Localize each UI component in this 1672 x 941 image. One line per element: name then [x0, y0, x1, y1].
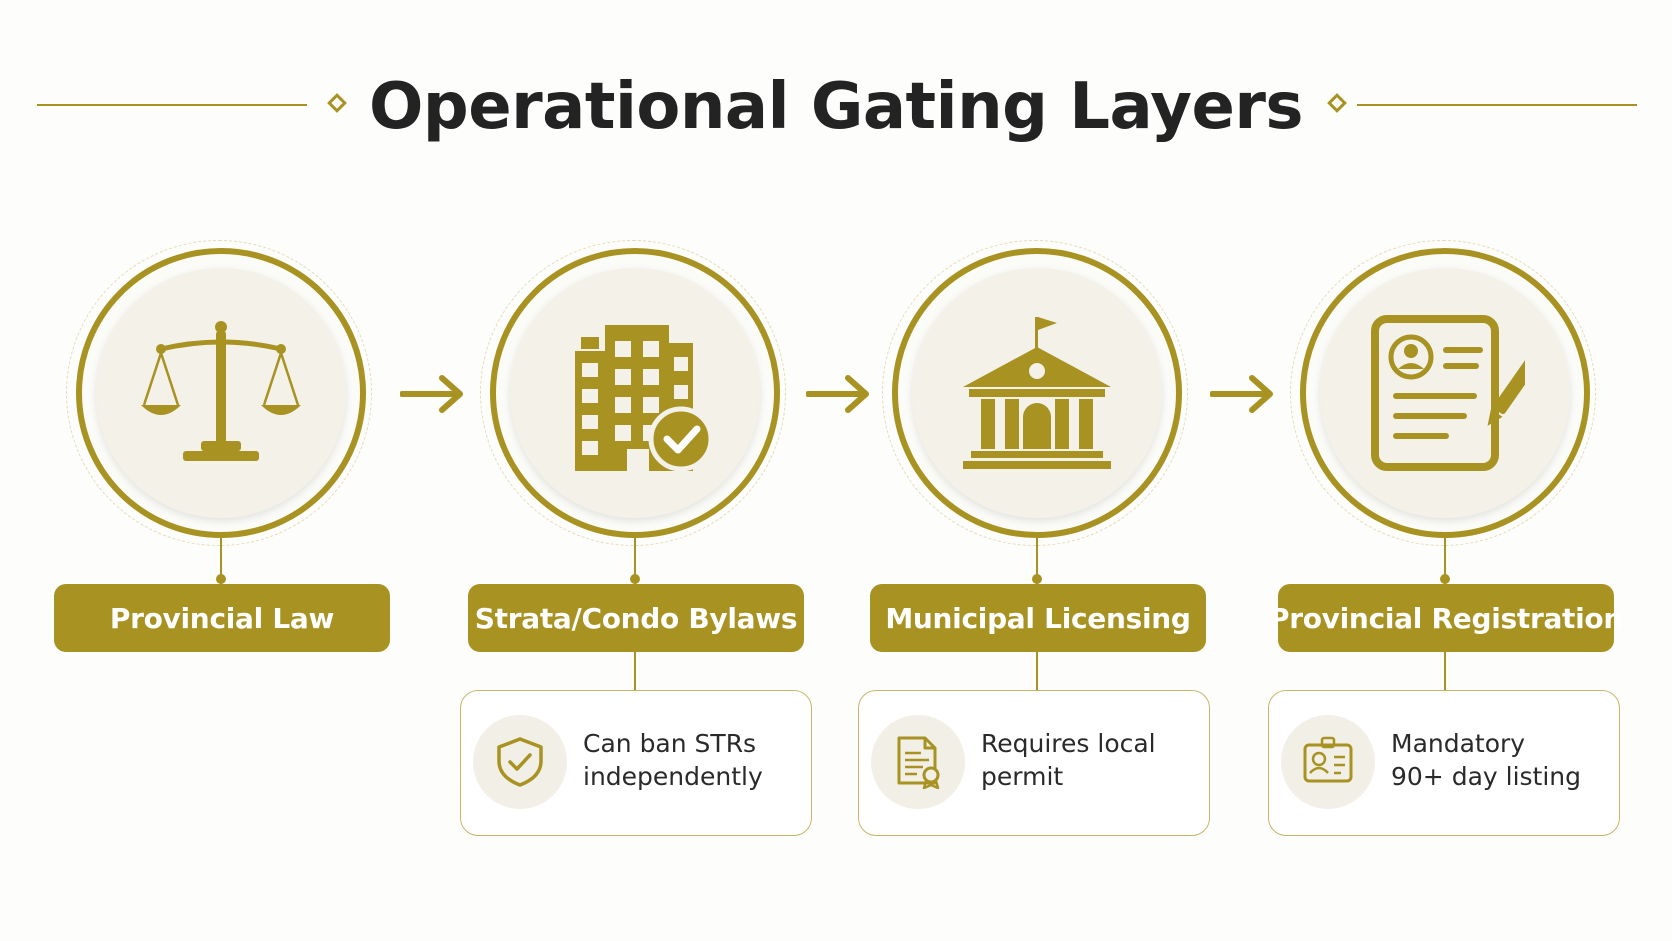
- connector-line: [634, 538, 636, 584]
- shield-check-icon: [497, 737, 543, 787]
- note-line: permit: [981, 762, 1064, 791]
- stage-strata-condo-bylaws: Strata/Condo Bylaws Can ban STRs indepen…: [460, 0, 812, 941]
- connector-dot: [630, 574, 640, 584]
- arrow-right-icon: [805, 372, 874, 416]
- stage-circle: [76, 248, 366, 538]
- connector-line: [634, 652, 636, 690]
- certificate-document-icon: [897, 736, 940, 789]
- building-check-icon: [575, 325, 714, 472]
- note-line: 90+ day listing: [1391, 762, 1582, 791]
- connector-line: [1444, 652, 1446, 690]
- note-line: independently: [583, 762, 763, 791]
- note-line: Can ban STRs: [583, 729, 757, 758]
- stage-provincial-law: Provincial Law: [54, 0, 394, 941]
- connector-line: [220, 538, 222, 584]
- circle-halo: [1290, 240, 1596, 546]
- stage-municipal-licensing: Municipal Licensing Requires local permi…: [858, 0, 1210, 941]
- stage-circle: [490, 248, 780, 538]
- connector-line: [1036, 652, 1038, 690]
- connector-line: [1036, 538, 1038, 584]
- connector-dot: [216, 574, 226, 584]
- note-card: Requires local permit: [858, 690, 1210, 836]
- stage-label: Municipal Licensing: [870, 584, 1206, 652]
- registration-form-icon: [1371, 315, 1525, 471]
- circle-halo: [66, 240, 372, 546]
- city-hall-icon: [963, 317, 1111, 469]
- stage-provincial-registration: Provincial Registration Mandatory 90+ da…: [1268, 0, 1623, 941]
- stage-circle: [1300, 248, 1590, 538]
- arrow-right-icon: [1209, 372, 1278, 416]
- note-card: Can ban STRs independently: [460, 690, 812, 836]
- arrow-right-icon: [399, 372, 468, 416]
- stage-label: Provincial Registration: [1269, 584, 1623, 652]
- note-line: Requires local: [981, 729, 1156, 758]
- stage-circle: [892, 248, 1182, 538]
- title-divider-right: [1357, 104, 1637, 106]
- id-badge-icon: [1303, 736, 1353, 783]
- title-row: Operational Gating Layers: [0, 60, 1672, 150]
- connector-dot: [1440, 574, 1450, 584]
- page-title: Operational Gating Layers: [368, 70, 1304, 144]
- connector-line: [1444, 538, 1446, 584]
- title-divider-left: [37, 104, 307, 106]
- stage-label: Strata/Condo Bylaws: [468, 584, 804, 652]
- scales-of-justice-icon: [141, 321, 301, 461]
- stage-label: Provincial Law: [54, 584, 390, 652]
- note-line: Mandatory: [1391, 729, 1526, 758]
- circle-halo: [480, 240, 786, 546]
- note-card: Mandatory 90+ day listing: [1268, 690, 1620, 836]
- connector-dot: [1032, 574, 1042, 584]
- circle-halo: [882, 240, 1188, 546]
